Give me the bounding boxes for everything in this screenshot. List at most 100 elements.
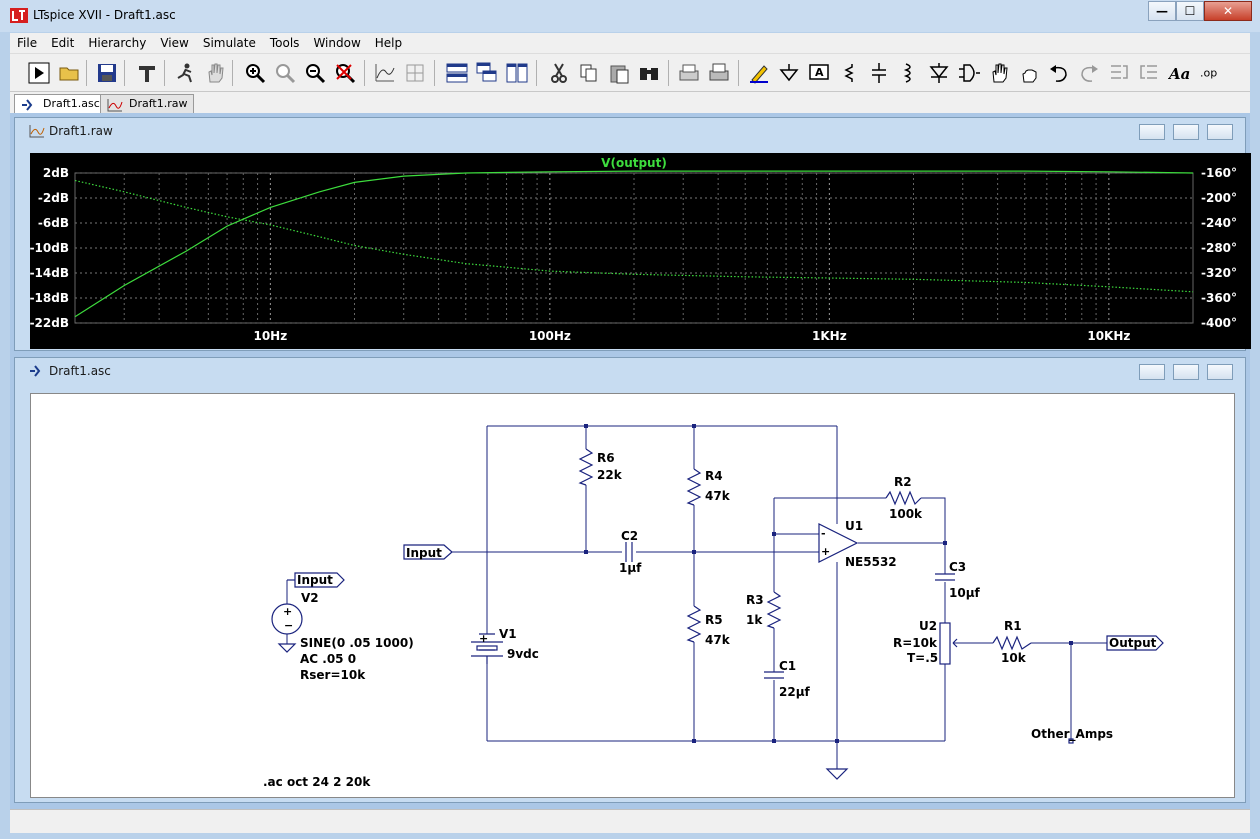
menu-tools[interactable]: Tools xyxy=(269,36,300,50)
schematic-drawing[interactable]: + - + + − R6 22k R4 47k R5 47k R3 1k R2 … xyxy=(31,394,1236,799)
paste-icon[interactable] xyxy=(608,62,630,84)
v2-symbol[interactable] xyxy=(271,603,303,635)
output-port-shape[interactable] xyxy=(1106,635,1164,651)
r3-symbol[interactable] xyxy=(766,591,782,629)
waveform-close-button[interactable] xyxy=(1207,124,1233,140)
component-icon[interactable] xyxy=(958,62,980,84)
r6-symbol[interactable] xyxy=(578,448,594,486)
r2-label[interactable]: R2 xyxy=(894,475,912,489)
u2-taper[interactable]: T=.5 xyxy=(907,651,938,665)
zoom-out-icon[interactable] xyxy=(304,62,326,84)
r3-label[interactable]: R3 xyxy=(746,593,764,607)
r5-symbol[interactable] xyxy=(686,605,702,643)
v2-source-line-2[interactable]: AC .05 0 xyxy=(300,652,356,666)
menu-view[interactable]: View xyxy=(160,36,189,50)
grid-icon[interactable] xyxy=(404,62,426,84)
zoom-in-icon[interactable] xyxy=(244,62,266,84)
r1-symbol[interactable] xyxy=(992,635,1032,651)
tile-horizontal-icon[interactable] xyxy=(446,62,468,84)
v2-input-label[interactable]: Input xyxy=(297,573,333,587)
text-icon[interactable]: Aa xyxy=(1168,62,1190,84)
r4-symbol[interactable] xyxy=(686,468,702,506)
u1-value[interactable]: NE5532 xyxy=(845,555,897,569)
c2-value[interactable]: 1µf xyxy=(619,561,642,575)
c1-symbol[interactable] xyxy=(764,671,784,679)
menu-window[interactable]: Window xyxy=(313,36,361,50)
output-port-label[interactable]: Output xyxy=(1109,636,1157,650)
move-icon[interactable] xyxy=(988,62,1010,84)
v2-source-line-3[interactable]: Rser=10k xyxy=(300,668,366,682)
menu-hierarchy[interactable]: Hierarchy xyxy=(88,36,147,50)
schematic-restore-button[interactable] xyxy=(1173,364,1199,380)
r1-value[interactable]: 10k xyxy=(1001,651,1027,665)
rotate-icon[interactable] xyxy=(1108,62,1130,84)
input-port-label[interactable]: Input xyxy=(406,546,442,560)
r5-value[interactable]: 47k xyxy=(705,633,731,647)
input-port-shape[interactable] xyxy=(403,544,453,560)
draw-wire-icon[interactable] xyxy=(748,62,770,84)
maximize-button[interactable]: ☐ xyxy=(1176,1,1204,21)
c3-value[interactable]: 10µf xyxy=(949,586,981,600)
tile-vertical-icon[interactable] xyxy=(506,62,528,84)
schematic-minimize-button[interactable] xyxy=(1139,364,1165,380)
c1-label[interactable]: C1 xyxy=(779,659,796,673)
cascade-icon[interactable] xyxy=(476,62,498,84)
v1-label[interactable]: V1 xyxy=(499,627,517,641)
c3-symbol[interactable] xyxy=(935,573,955,581)
close-button[interactable]: ✕ xyxy=(1204,1,1252,21)
u1-symbol[interactable] xyxy=(818,523,859,563)
pan-hand-icon[interactable] xyxy=(204,62,226,84)
menu-help[interactable]: Help xyxy=(374,36,403,50)
open-icon[interactable] xyxy=(58,62,80,84)
zoom-fit-icon[interactable] xyxy=(274,62,296,84)
print-icon[interactable] xyxy=(708,62,730,84)
u2-symbol[interactable] xyxy=(939,622,951,665)
capacitor-icon[interactable] xyxy=(868,62,890,84)
menu-simulate[interactable]: Simulate xyxy=(202,36,256,50)
r3-value[interactable]: 1k xyxy=(746,613,763,627)
r5-label[interactable]: R5 xyxy=(705,613,723,627)
waveform-minimize-button[interactable] xyxy=(1139,124,1165,140)
ground-icon[interactable] xyxy=(778,62,800,84)
halt-icon[interactable] xyxy=(174,62,196,84)
diode-icon[interactable] xyxy=(928,62,950,84)
minimize-button[interactable]: — xyxy=(1148,1,1176,21)
cut-icon[interactable] xyxy=(548,62,570,84)
r2-value[interactable]: 100k xyxy=(889,507,923,521)
u2-label[interactable]: U2 xyxy=(919,619,937,633)
save-icon[interactable] xyxy=(96,62,118,84)
r4-label[interactable]: R4 xyxy=(705,469,723,483)
schematic-close-button[interactable] xyxy=(1207,364,1233,380)
c3-label[interactable]: C3 xyxy=(949,560,966,574)
tab-draft1-asc[interactable]: Draft1.asc xyxy=(14,94,107,114)
find-icon[interactable] xyxy=(638,62,660,84)
u2-resistance[interactable]: R=10k xyxy=(893,636,938,650)
spice-directive[interactable]: .ac oct 24 2 20k xyxy=(263,775,371,789)
trace-label[interactable]: V(output) xyxy=(601,156,667,170)
mirror-icon[interactable] xyxy=(1138,62,1160,84)
c2-label[interactable]: C2 xyxy=(621,529,638,543)
copy-icon[interactable] xyxy=(578,62,600,84)
r4-value[interactable]: 47k xyxy=(705,489,731,503)
label-net-icon[interactable]: A xyxy=(808,62,830,84)
spice-directive-icon[interactable]: .op xyxy=(1200,62,1222,84)
r1-label[interactable]: R1 xyxy=(1004,619,1022,633)
r2-symbol[interactable] xyxy=(885,490,922,506)
waveform-restore-button[interactable] xyxy=(1173,124,1199,140)
tab-draft1-raw[interactable]: Draft1.raw xyxy=(100,94,195,114)
u1-label[interactable]: U1 xyxy=(845,519,863,533)
menu-file[interactable]: File xyxy=(17,36,38,50)
menu-edit[interactable]: Edit xyxy=(51,36,75,50)
run-icon[interactable] xyxy=(28,62,50,84)
v2-input-port-shape[interactable] xyxy=(294,572,345,588)
zoom-cancel-icon[interactable] xyxy=(334,62,356,84)
v2-label[interactable]: V2 xyxy=(301,591,319,605)
print-preview-icon[interactable] xyxy=(678,62,700,84)
drag-icon[interactable] xyxy=(1018,62,1040,84)
c2-symbol[interactable] xyxy=(625,542,633,562)
undo-icon[interactable] xyxy=(1048,62,1070,84)
c1-value[interactable]: 22µf xyxy=(779,685,811,699)
schematic-canvas[interactable]: + - + + − R6 22k R4 47k R5 47k R3 1k R2 … xyxy=(30,393,1235,798)
resistor-icon[interactable] xyxy=(838,62,860,84)
redo-icon[interactable] xyxy=(1078,62,1100,84)
